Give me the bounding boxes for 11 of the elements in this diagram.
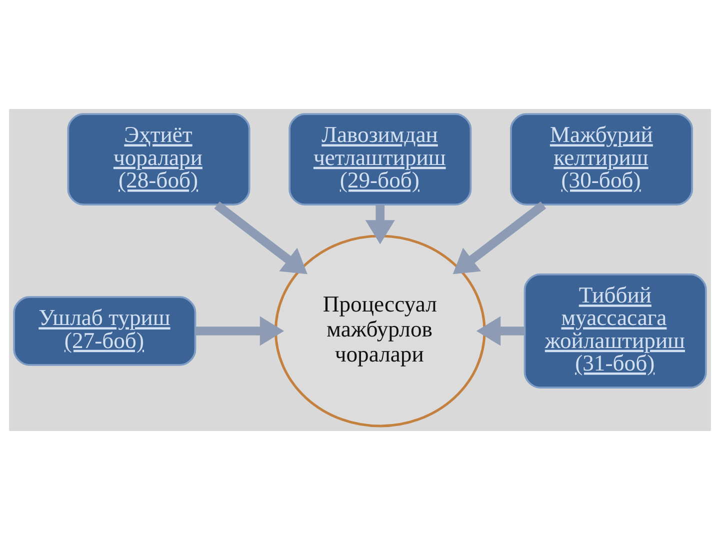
node-box: Эҳтиёт чоралари (28-боб) [67,113,250,206]
node-box: Тиббий муассасага жойлаштириш (31-боб) [524,273,707,389]
node-box: Лавозимдан четлаштириш (29-боб) [288,113,472,206]
node-box: Ушлаб туриш (27-боб) [13,296,196,366]
arrow [476,316,525,346]
arrow [452,202,546,274]
node-circle: Процессуал мажбурлов чоралари [274,234,486,428]
arrow [214,202,308,274]
node-box: Мажбурий келтириш (30-боб) [510,113,693,206]
arrow [196,316,284,346]
arrow [365,205,395,244]
